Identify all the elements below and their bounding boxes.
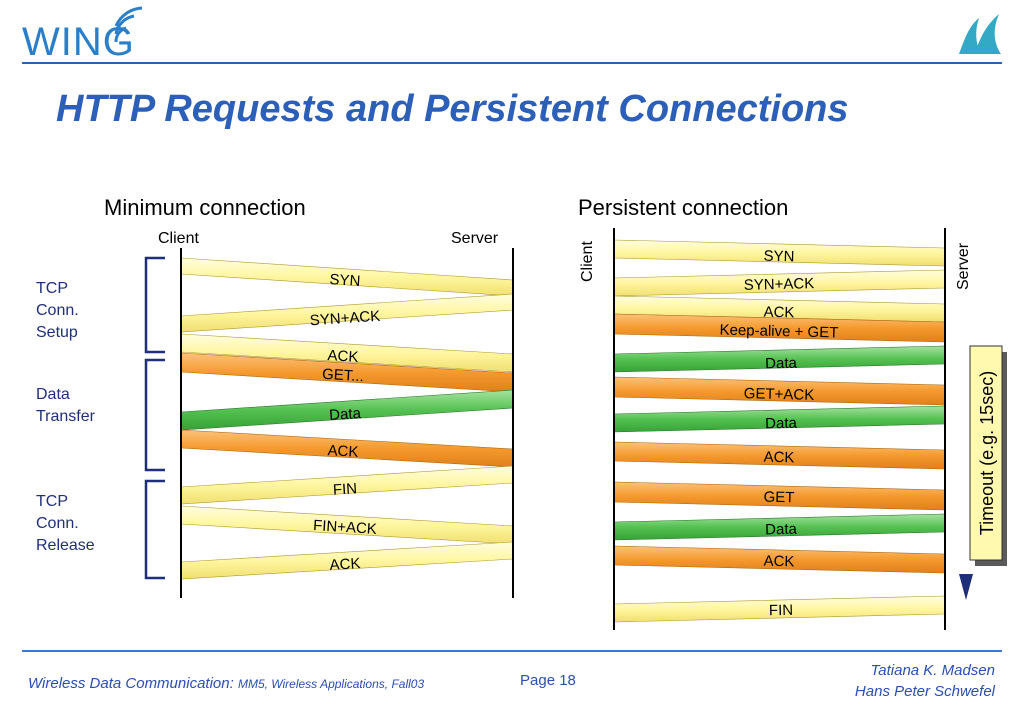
msg-label: ACK <box>329 555 361 574</box>
author-name: Hans Peter Schwefel <box>854 683 995 700</box>
footer-course: Wireless Data Communication: MM5, Wirele… <box>28 675 424 692</box>
page-number: Page 18 <box>520 672 576 689</box>
timeout-arrow-icon <box>959 574 973 600</box>
minimum-diagram-title: Minimum connection <box>104 195 306 220</box>
msg-label: SYN+ACK <box>309 308 380 330</box>
msg-label: FIN <box>769 602 794 620</box>
msg-label: GET... <box>322 366 365 386</box>
phase-label-release-line: Release <box>36 537 95 554</box>
msg-label: SYN <box>329 271 361 290</box>
persistent-server-label: Server <box>955 242 972 290</box>
msg-label: ACK <box>327 442 359 461</box>
phase-bracket-setup <box>144 256 165 354</box>
phase-label-release-line: Conn. <box>36 515 79 532</box>
slide-title: HTTP Requests and Persistent Connections <box>56 88 849 130</box>
msg-label: FIN+ACK <box>313 517 378 538</box>
msg-label: Data <box>765 355 798 373</box>
phase-label-setup-line: TCP <box>36 280 68 297</box>
msg-label: Data <box>765 521 798 539</box>
msg-label: ACK <box>763 449 794 467</box>
phase-bracket-release <box>144 479 165 580</box>
phase-label-release-line: TCP <box>36 493 68 510</box>
minimum-client-label: Client <box>158 230 199 247</box>
persistent-diagram-title: Persistent connection <box>578 195 788 220</box>
msg-label: SYN+ACK <box>744 275 815 294</box>
footer-rule <box>22 650 1002 652</box>
phase-bracket-transfer <box>144 358 165 472</box>
msg-label: Data <box>329 405 362 424</box>
msg-label: ACK <box>763 304 794 322</box>
header-rule <box>22 62 1002 64</box>
phase-label-transfer-line: Transfer <box>36 408 96 425</box>
persistent-client-label: Client <box>579 241 596 282</box>
timeout-label: Timeout (e.g. 15sec) <box>977 371 997 535</box>
minimum-message-bands <box>180 257 514 580</box>
phase-label-setup-line: Conn. <box>36 302 79 319</box>
timeout-box: Timeout (e.g. 15sec) <box>969 345 1007 566</box>
msg-label: GET+ACK <box>744 385 815 404</box>
msg-label: ACK <box>327 347 359 366</box>
wave-logo-icon <box>959 14 1001 54</box>
author-name: Tatiana K. Madsen <box>870 662 995 679</box>
msg-label: FIN <box>332 480 357 498</box>
footer-course-main: Wireless Data Communication: <box>28 675 234 692</box>
msg-label: ACK <box>763 553 794 571</box>
msg-label: SYN <box>763 248 794 266</box>
wing-signal-icon <box>114 6 143 43</box>
msg-label: Data <box>765 415 798 433</box>
minimum-server-label: Server <box>451 230 499 247</box>
footer-course-sub: MM5, Wireless Applications, Fall03 <box>237 677 425 691</box>
persistent-message-bands <box>613 239 946 623</box>
phase-label-transfer-line: Data <box>36 386 70 403</box>
msg-label: Keep-alive + GET <box>719 322 838 342</box>
msg-label: GET <box>763 489 794 507</box>
footer-authors: Tatiana K. Madsen Hans Peter Schwefel <box>855 660 995 702</box>
phase-label-setup-line: Setup <box>36 324 78 341</box>
